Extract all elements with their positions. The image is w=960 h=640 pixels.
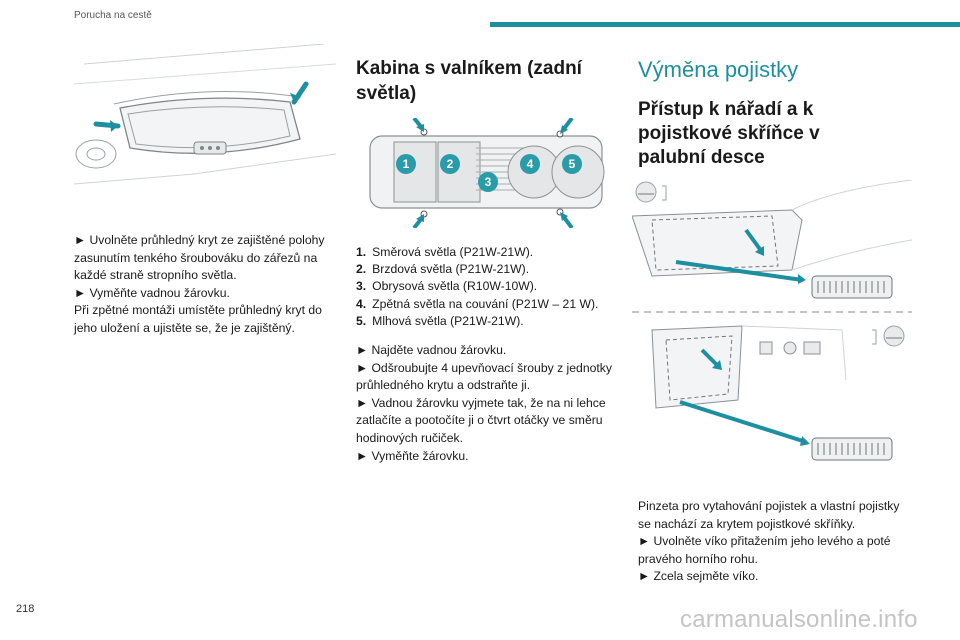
legend-text: Mlhová světla (P21W-21W). xyxy=(372,313,524,328)
legend-text: Obrysová světla (R10W-10W). xyxy=(372,279,538,294)
legend-text: Směrová světla (P21W-21W). xyxy=(372,245,534,259)
ceiling-light-instructions: ► Uvolněte průhledný kryt ze zajištěné p… xyxy=(74,232,336,338)
legend-number: 3. xyxy=(356,279,367,294)
ceiling-light-illustration xyxy=(74,44,336,194)
instruction-paragraph: Pinzeta pro vytahování pojistek a vlastn… xyxy=(638,499,900,531)
instruction-paragraph: ► Uvolněte víko přitažením jeho levého a… xyxy=(638,534,891,566)
bulb-legend: 1. Směrová světla (P21W-21W). 2. Brzdová s… xyxy=(356,244,618,330)
section-heading-fuse-replacement: Výměna pojistky xyxy=(638,57,799,82)
instruction-paragraph: Při zpětné montáži umístěte průhledný kr… xyxy=(74,303,322,335)
watermark: carmanualsonline.info xyxy=(680,606,918,633)
column-left: ► Uvolněte průhledný kryt ze zajištěné p… xyxy=(74,44,336,338)
legend-item: 4. Zpětná světla na couvání (P21W – 21 W)… xyxy=(356,296,618,313)
legend-number: 4. xyxy=(356,296,367,311)
legend-item: 3. Obrysová světla (R10W-10W). xyxy=(356,278,618,295)
legend-item: 1. Směrová světla (P21W-21W). xyxy=(356,244,618,261)
legend-number: 1. xyxy=(356,245,367,259)
rear-light-diagram: 1 2 3 4 5 xyxy=(364,118,618,228)
header-accent-bar xyxy=(490,22,960,27)
diagram-label-1: 1 xyxy=(403,157,410,171)
legend-number: 2. xyxy=(356,262,367,277)
page-number: 218 xyxy=(16,603,35,615)
dashboard-fuse-box-illustration xyxy=(632,180,914,480)
legend-number: 5. xyxy=(356,313,367,328)
instruction-paragraph: ► Najděte vadnou žárovku. xyxy=(356,343,507,358)
diagram-label-4: 4 xyxy=(527,157,534,171)
rear-light-instructions: ► Najděte vadnou žárovku. ► Odšroubujte … xyxy=(356,342,618,465)
diagram-label-3: 3 xyxy=(485,175,492,189)
instruction-paragraph: ► Uvolněte průhledný kryt ze zajištěné p… xyxy=(74,233,325,283)
instruction-paragraph: ► Zcela sejměte víko. xyxy=(638,569,759,584)
legend-text: Brzdová světla (P21W-21W). xyxy=(372,262,530,277)
instruction-paragraph: ► Vyměňte žárovku. xyxy=(356,448,469,463)
diagram-label-5: 5 xyxy=(569,157,576,171)
instruction-paragraph: ► Vyměňte vadnou žárovku. xyxy=(74,285,230,300)
fuse-box-instructions: Pinzeta pro vytahování pojistek a vlastn… xyxy=(638,498,914,586)
section-heading-rear-lights: Kabina s valníkem (zadní světla) xyxy=(356,58,582,104)
legend-item: 5. Mlhová světla (P21W-21W). xyxy=(356,313,618,330)
running-header: Porucha na cestě xyxy=(74,10,152,21)
legend-item: 2. Brzdová světla (P21W-21W). xyxy=(356,261,618,278)
legend-text: Zpětná světla na couvání (P21W – 21 W). xyxy=(372,296,599,311)
subheading-fuse-box-access: Přístup k nářadí a k pojistkové skříňce … xyxy=(638,99,820,168)
instruction-paragraph: ► Odšroubujte 4 upevňovací šrouby z jedn… xyxy=(356,360,612,393)
diagram-label-2: 2 xyxy=(447,157,454,171)
instruction-paragraph: ► Vadnou žárovku vyjmete tak, že na ni l… xyxy=(356,395,606,445)
column-middle: Kabina s valníkem (zadní světla) xyxy=(356,44,618,465)
column-right: Výměna pojistky Přístup k nářadí a k poj… xyxy=(632,44,914,586)
